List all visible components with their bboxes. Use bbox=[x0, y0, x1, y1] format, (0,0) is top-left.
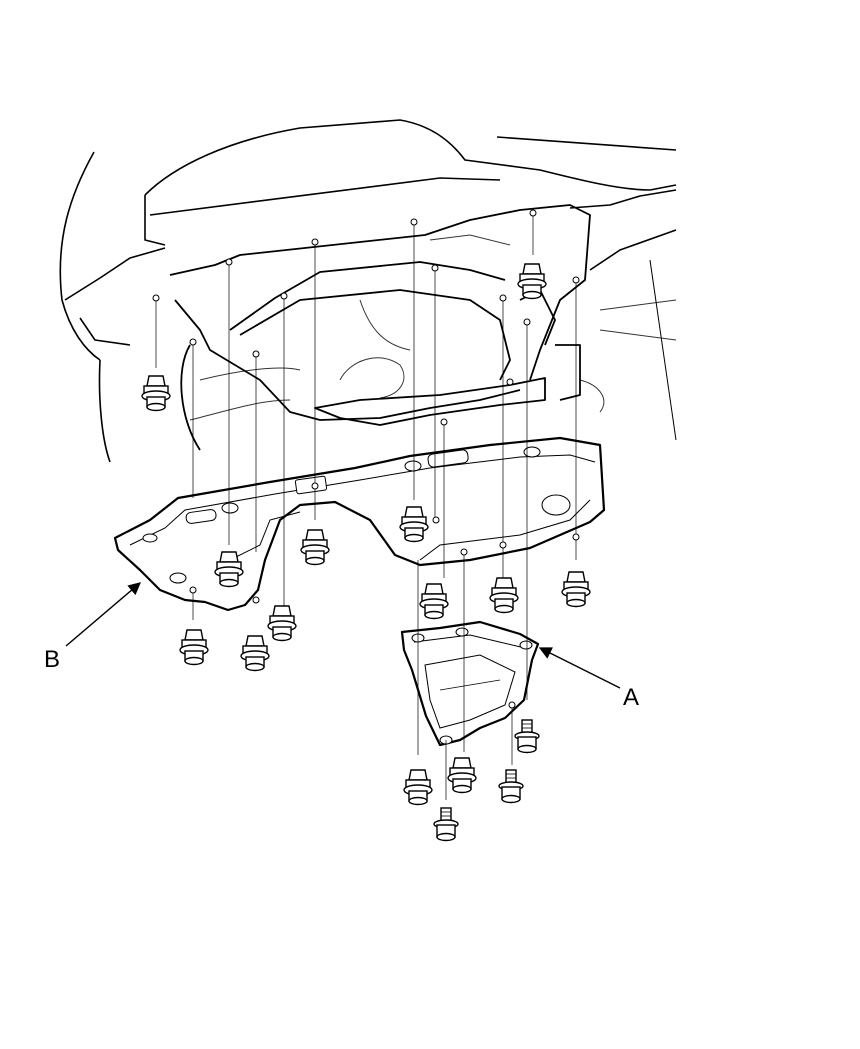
bolt-icon bbox=[514, 719, 540, 754]
bolt-icon bbox=[419, 583, 449, 620]
bolt-icon bbox=[240, 635, 270, 672]
bolt-icon bbox=[561, 571, 591, 608]
bolt-icon bbox=[141, 375, 171, 412]
bolt-icon bbox=[179, 629, 209, 666]
alignment-lines bbox=[155, 213, 577, 800]
bolt-icon bbox=[403, 769, 433, 806]
leader-line-a bbox=[538, 647, 621, 689]
bolt-icon bbox=[433, 807, 459, 842]
bolt-icon bbox=[498, 769, 524, 804]
hole-markers bbox=[152, 209, 580, 709]
undercover-a bbox=[400, 620, 540, 747]
bolt-icon bbox=[447, 757, 477, 794]
subframe bbox=[169, 204, 591, 451]
bolt-icon bbox=[489, 577, 519, 614]
callout-label-a: A bbox=[623, 684, 640, 711]
callout-label-b: B bbox=[44, 646, 61, 673]
drivetrain-detail bbox=[189, 234, 677, 421]
undercover-b bbox=[113, 436, 606, 612]
bolt-icon bbox=[267, 605, 297, 642]
bolt-icon bbox=[300, 529, 330, 566]
vehicle-body bbox=[59, 119, 677, 463]
leader-line-b bbox=[65, 582, 141, 647]
